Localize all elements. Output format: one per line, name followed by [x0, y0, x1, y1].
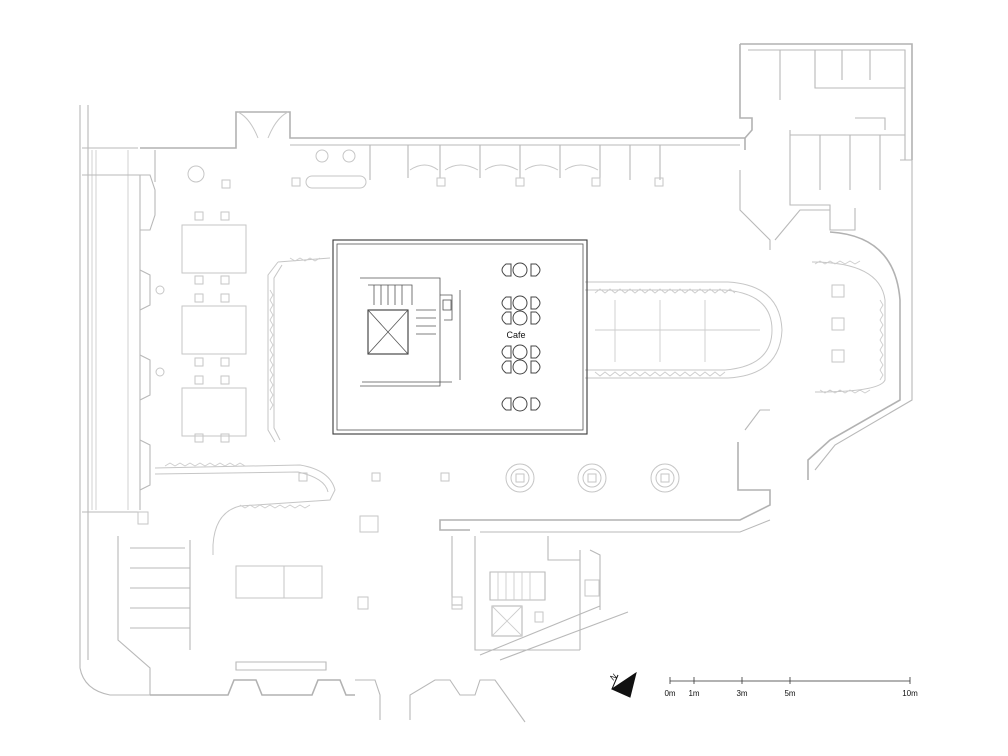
- cafe-chair: [530, 360, 541, 374]
- stair-icon: [360, 277, 441, 387]
- cafe-table: [512, 310, 528, 326]
- cafe-chair: [530, 345, 541, 359]
- scale-tick-label: 10m: [902, 689, 918, 698]
- elevator-icon: [367, 309, 409, 355]
- bench-seating: [154, 257, 886, 555]
- columns: [137, 472, 463, 610]
- cafe-chair: [501, 360, 512, 374]
- scale-tick-label: 0m: [664, 689, 675, 698]
- cafe-chair: [530, 397, 541, 411]
- cafe-table: [512, 396, 528, 412]
- scale-bar: 0m 1m 3m 5m 10m: [664, 677, 918, 698]
- wall-niches: [139, 174, 165, 491]
- cafe-chair: [501, 397, 512, 411]
- cafe-chair: [530, 263, 541, 277]
- cafe-table: [512, 262, 528, 278]
- planters: [505, 463, 680, 493]
- cafe-tables: [501, 262, 541, 412]
- dining-area-left: [181, 211, 247, 443]
- cafe-chair: [501, 296, 512, 310]
- cafe-label: Cafe: [506, 330, 525, 340]
- cafe-chair: [501, 345, 512, 359]
- scale-tick-label: 3m: [736, 689, 747, 698]
- cafe-chair: [501, 311, 512, 325]
- tree-icon: [505, 463, 535, 493]
- cafe-chair: [530, 311, 541, 325]
- exterior-walls: [79, 43, 913, 723]
- cafe-table: [512, 344, 528, 360]
- tree-icon: [650, 463, 680, 493]
- cafe-area: Cafe: [332, 239, 588, 435]
- cafe-table: [512, 295, 528, 311]
- north-arrow-icon: N: [609, 672, 637, 698]
- cafe-chair: [501, 263, 512, 277]
- cafe-table: [512, 359, 528, 375]
- north-label: N: [609, 672, 619, 683]
- scale-tick-label: 5m: [784, 689, 795, 698]
- cafe-chair: [530, 296, 541, 310]
- storefront-bays: [187, 111, 664, 189]
- tree-icon: [577, 463, 607, 493]
- scale-tick-label: 1m: [688, 689, 699, 698]
- service-core: [489, 571, 600, 637]
